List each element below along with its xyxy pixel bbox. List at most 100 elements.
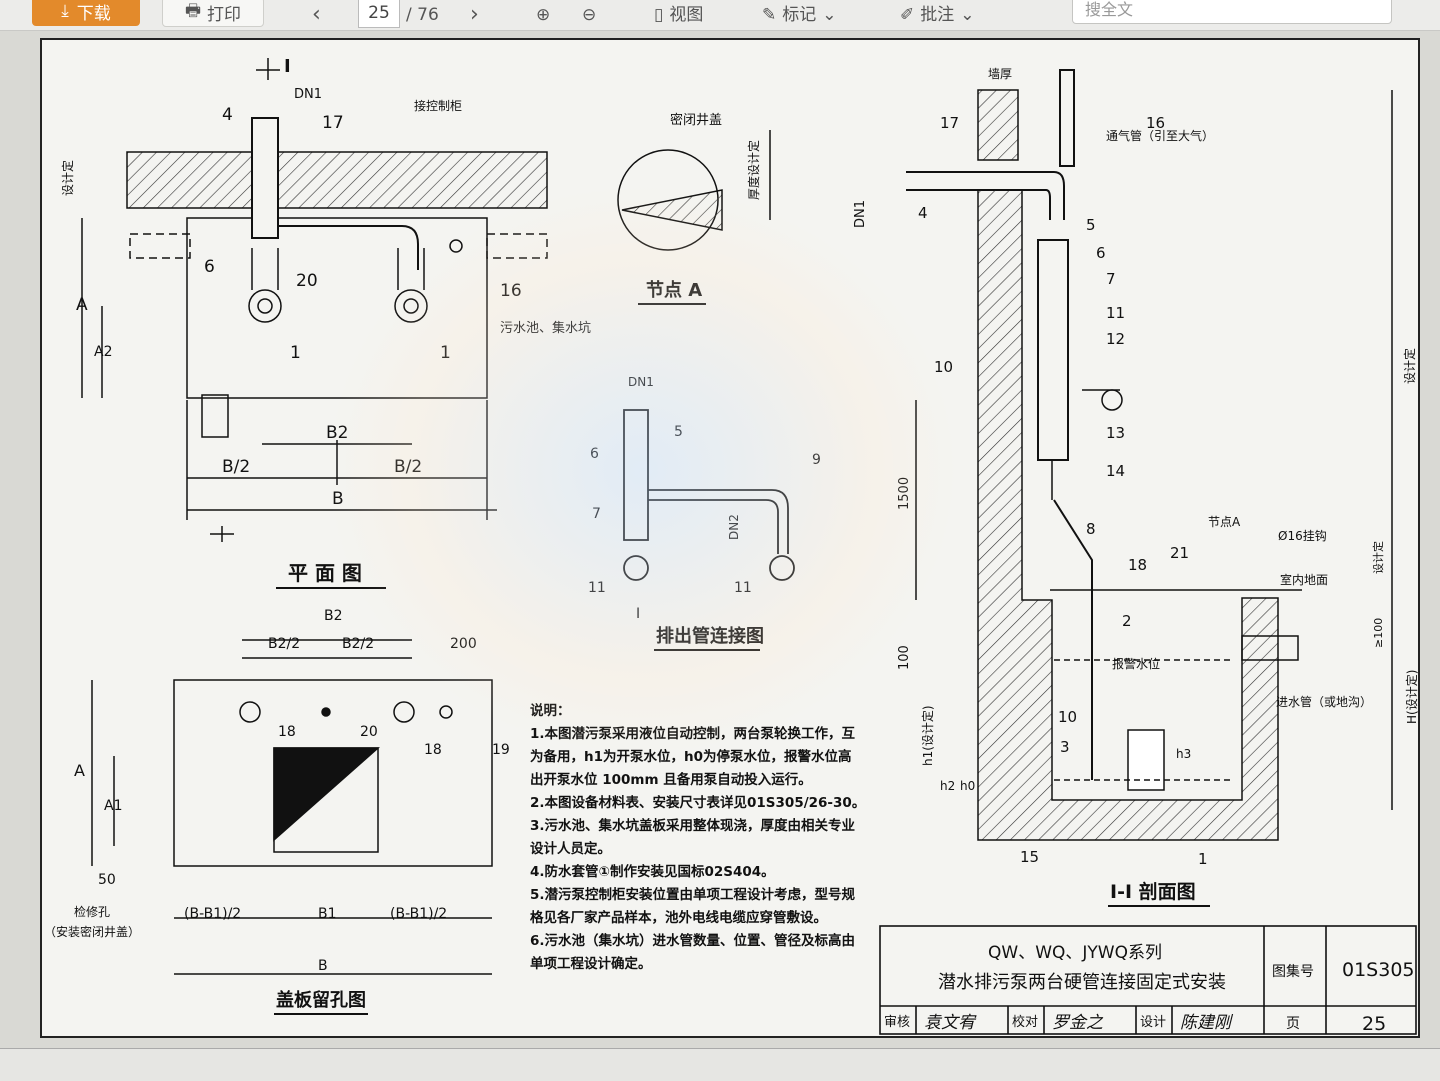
note-line: 5.潜污泵控制柜安装位置由单项工程设计考虑，型号规 xyxy=(530,887,856,903)
sec-h2: h2 xyxy=(940,779,955,793)
sec-wall: 墙厚 xyxy=(988,67,1012,81)
plan-a2: A2 xyxy=(94,344,112,360)
notes-block: 说明： 1.本图潜污泵采用液位自动控制，两台泵轮换工作，互 为备用，h1为开泵水… xyxy=(530,700,890,976)
design-label: 设计 xyxy=(1140,1015,1166,1030)
zoom-out-icon: ⊖ xyxy=(582,5,597,25)
cover-b2-half-left: B2/2 xyxy=(268,636,300,652)
prev-page-button[interactable]: ‹ xyxy=(312,0,321,30)
plan-dn1: DN1 xyxy=(294,87,322,102)
plan-design: 设计定 xyxy=(60,160,75,196)
outlet-n7: 7 xyxy=(592,506,601,522)
cover-a1: A1 xyxy=(104,798,122,814)
atlas-no: 01S305 xyxy=(1342,959,1415,981)
print-button[interactable]: 🖶 打印 xyxy=(162,0,264,27)
sec-n18: 18 xyxy=(1128,556,1147,574)
plan-view-text: I DN1 接控制柜 设计定 污水池、集水坑 A A2 B2 B/2 B/2 B… xyxy=(60,56,591,589)
title-series: QW、WQ、JYWQ系列 xyxy=(988,943,1162,963)
cover-d50: 50 xyxy=(98,872,116,888)
note-line: 6.污水池（集水坑）进水管数量、位置、管径及标高由 xyxy=(530,933,856,949)
plan-n17: 17 xyxy=(322,113,344,133)
sec-h-design: H(设计定) xyxy=(1404,670,1418,724)
sec-n21: 21 xyxy=(1170,544,1189,562)
plan-n20: 20 xyxy=(296,271,318,291)
sec-d1500: 1500 xyxy=(897,477,912,510)
sec-inlet: 进水管（或地沟） xyxy=(1276,694,1372,709)
plan-view xyxy=(81,58,548,542)
cover-bb1-left: (B-B1)/2 xyxy=(184,906,241,922)
outlet-n11b: 11 xyxy=(734,580,752,596)
cover-d200: 200 xyxy=(450,636,477,652)
plan-tank: 污水池、集水坑 xyxy=(500,320,591,336)
plan-n6: 6 xyxy=(204,257,215,277)
download-button[interactable]: ⤓ 下载 xyxy=(32,0,140,26)
note-line: 3.污水池、集水坑盖板采用整体现浇，厚度由相关专业 xyxy=(530,818,856,834)
cover-b2-half-right: B2/2 xyxy=(342,636,374,652)
next-page-button[interactable]: › xyxy=(470,0,479,30)
drawing-canvas: I DN1 接控制柜 设计定 污水池、集水坑 A A2 B2 B/2 B/2 B… xyxy=(44,56,1419,1035)
cover-hatch: 检修孔 xyxy=(74,904,110,919)
sec-n5: 5 xyxy=(1086,216,1096,234)
sec-node-a: 节点A xyxy=(1208,515,1241,529)
sec-h3: h3 xyxy=(1176,747,1191,761)
zoom-in-icon: ⊕ xyxy=(536,5,551,25)
node-cover: 密闭井盖 xyxy=(670,112,722,128)
view-icon: ▯ xyxy=(654,5,664,25)
cover-n20: 20 xyxy=(360,724,378,740)
chevron-down-icon: ⌄ xyxy=(960,5,975,25)
plan-n4: 4 xyxy=(222,105,233,125)
sec-n15: 15 xyxy=(1020,848,1039,866)
mark-button[interactable]: ✎ 标记 ⌄ xyxy=(762,0,837,30)
plan-n1b: 1 xyxy=(440,343,451,363)
section-view xyxy=(906,69,1393,841)
page-no: 25 xyxy=(1362,1013,1386,1035)
page-number-input[interactable]: 25 xyxy=(358,0,400,28)
section-title: I-I 剖面图 xyxy=(1110,880,1196,903)
note-line: 出开泵水位 100mm 且备用泵自动投入运行。 xyxy=(530,772,812,788)
cover-n18a: 18 xyxy=(278,724,296,740)
outlet-title: 排出管连接图 xyxy=(656,625,764,647)
check-signature: 罗金之 xyxy=(1052,1013,1104,1033)
zoom-out-button[interactable]: ⊖ xyxy=(582,0,596,30)
outlet-section: I xyxy=(636,606,640,622)
cover-title: 盖板留孔图 xyxy=(276,989,366,1011)
design-signature: 陈建刚 xyxy=(1180,1013,1234,1033)
sec-n8: 8 xyxy=(1086,520,1096,538)
sec-hook: Ø16挂钩 xyxy=(1278,529,1327,543)
note-line: 格见各厂家产品样本，池外电线电缆应穿管敷设。 xyxy=(530,910,827,926)
printer-icon: 🖶 xyxy=(184,0,202,21)
outlet-dn1: DN1 xyxy=(628,375,654,389)
cover-bb1-right: (B-B1)/2 xyxy=(390,906,447,922)
chevron-left-icon: ‹ xyxy=(312,2,321,27)
mark-label: 标记 xyxy=(782,5,817,25)
view-label: 视图 xyxy=(669,5,704,25)
note-line: 1.本图潜污泵采用液位自动控制，两台泵轮换工作，互 xyxy=(530,726,856,742)
sec-h0: h0 xyxy=(960,779,975,793)
sec-floor: 室内地面 xyxy=(1280,572,1328,587)
outlet-n9: 9 xyxy=(812,452,821,468)
cover-a: A xyxy=(74,761,85,780)
viewer-toolbar: ⤓ 下载 🖶 打印 ‹ 25 / 76 › ⊕ ⊖ ▯ 视图 ✎ 标记 ⌄ ✐ … xyxy=(0,0,1440,31)
sec-h1: h1(设计定) xyxy=(920,705,935,766)
plan-n1a: 1 xyxy=(290,343,301,363)
sec-n10b: 10 xyxy=(1058,708,1077,726)
cover-plate-view xyxy=(91,639,493,975)
sec-n10a: 10 xyxy=(934,358,953,376)
cover-hatch-note: （安装密闭井盖） xyxy=(44,924,140,939)
zoom-in-button[interactable]: ⊕ xyxy=(536,0,550,30)
print-label: 打印 xyxy=(207,4,242,25)
outlet-n5: 5 xyxy=(674,424,683,440)
sec-n17: 17 xyxy=(940,114,959,132)
node-a-title: 节点 A xyxy=(646,279,702,301)
view-button[interactable]: ▯ 视图 xyxy=(654,0,703,30)
outlet-connection-text: DN1 DN2 5 6 9 7 11 11 I 排出管连接图 xyxy=(588,375,821,651)
sec-design: 设计定 xyxy=(1371,541,1385,574)
annotate-label: 批注 xyxy=(920,5,955,25)
search-input[interactable]: 搜全文 xyxy=(1072,0,1392,24)
atlas-label: 图集号 xyxy=(1272,963,1314,980)
annotate-button[interactable]: ✐ 批注 ⌄ xyxy=(900,0,975,30)
title-main: 潜水排污泵两台硬管连接固定式安装 xyxy=(938,972,1226,993)
node-a-detail xyxy=(617,130,771,251)
plan-n16: 16 xyxy=(500,281,522,301)
section-view-text: 墙厚 通气管（引至大气） 16 17 4 DN1 5 6 7 11 12 13 … xyxy=(853,67,1419,907)
node-a-text: 密闭井盖 厚度设计定 节点 A xyxy=(638,112,761,305)
